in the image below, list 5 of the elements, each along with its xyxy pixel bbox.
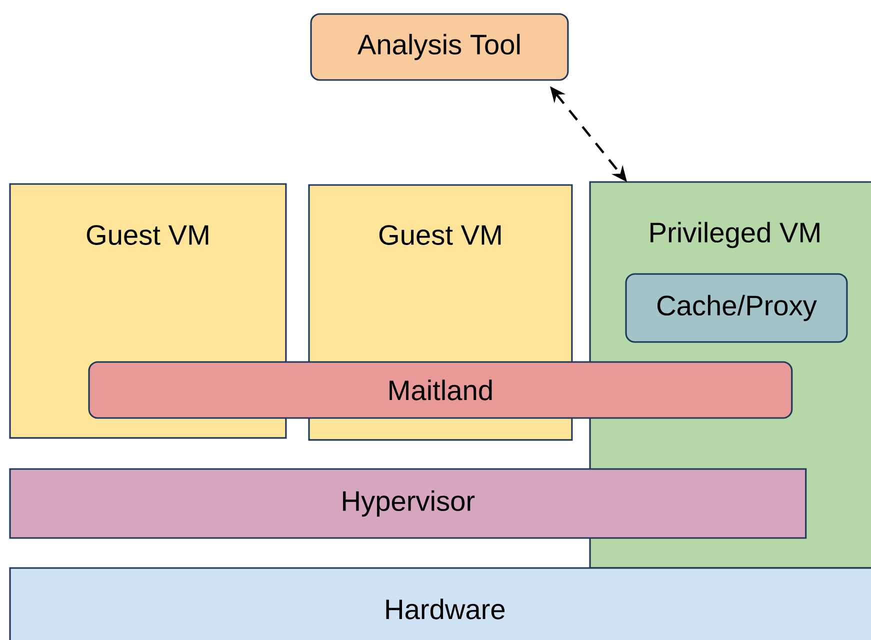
layer-bar: Hardware — [9, 567, 871, 640]
layer-bar: Maitland — [88, 361, 793, 419]
component-box: Cache/Proxy — [625, 273, 848, 343]
layer-bar: Hypervisor — [9, 468, 807, 539]
tool-box: Analysis Tool — [310, 13, 569, 81]
